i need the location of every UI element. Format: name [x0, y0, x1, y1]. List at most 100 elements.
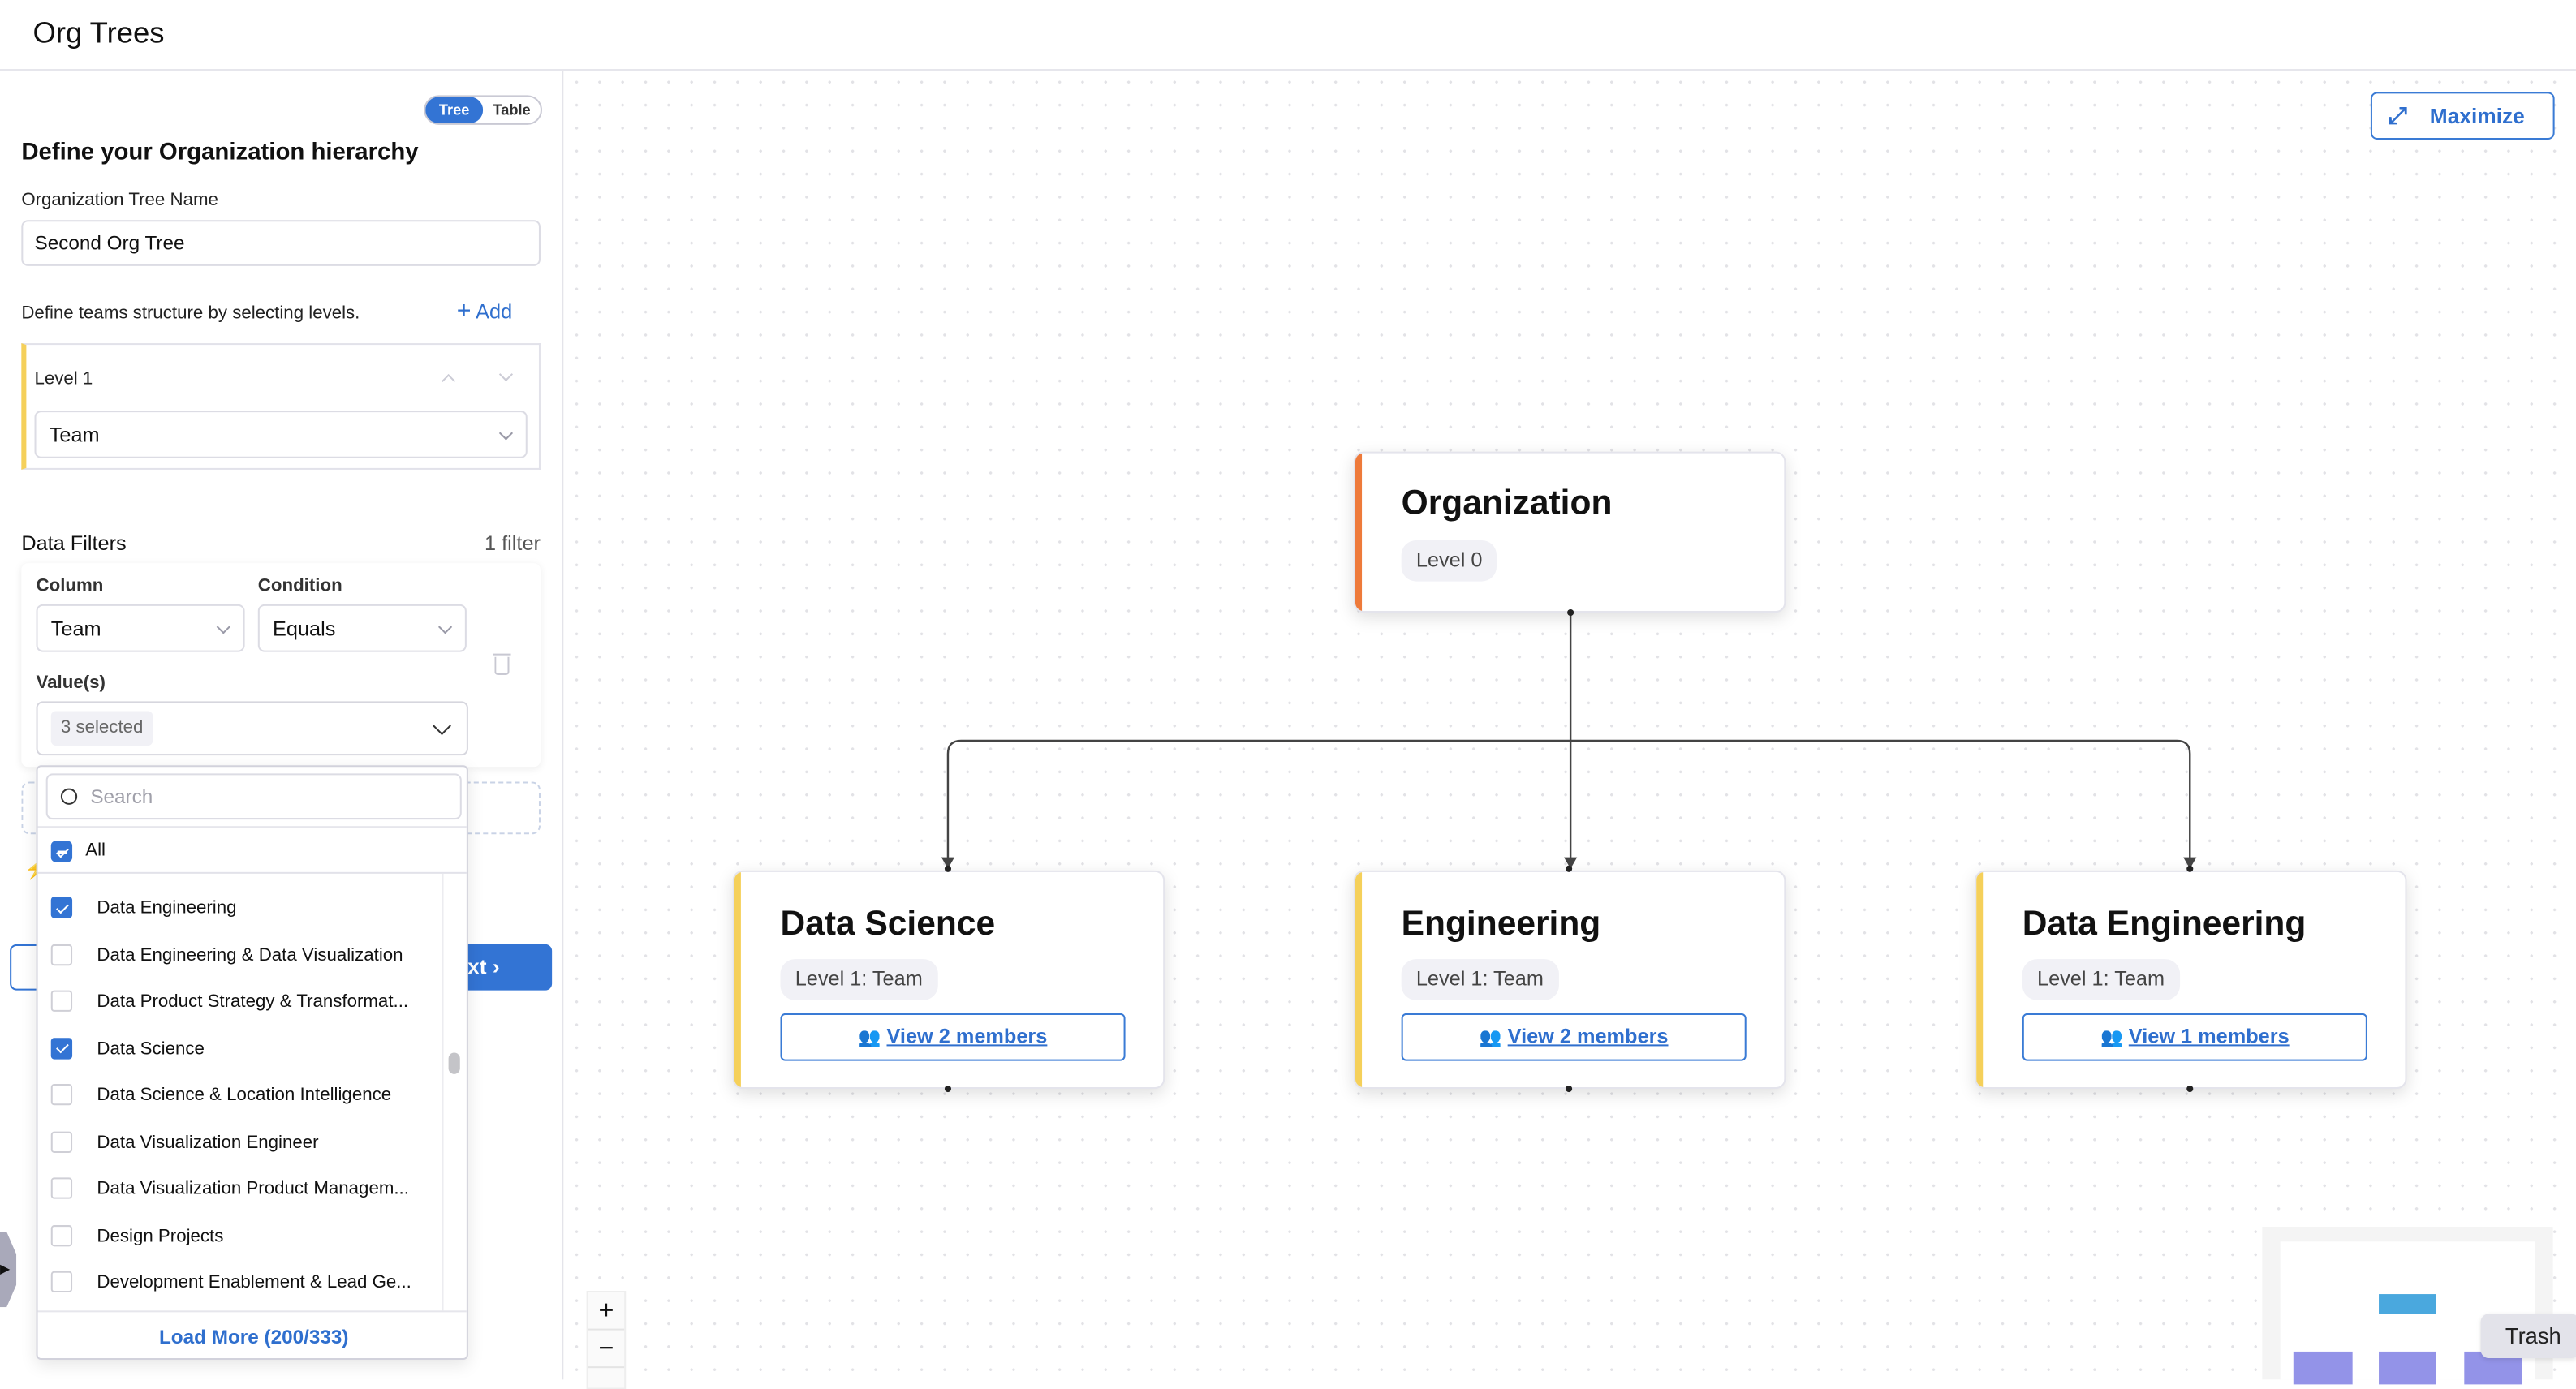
select-all-option[interactable]: All [37, 826, 467, 874]
side-collapse-handle[interactable]: ▶ [0, 1232, 17, 1308]
handle-dot[interactable] [944, 1085, 952, 1093]
levels-hint: Define teams structure by selecting leve… [21, 303, 360, 324]
level-1-box: Level 1 Team [21, 343, 541, 470]
app-header: Org Trees [0, 0, 2576, 71]
option-label: Data Engineering & Data Visualization [97, 944, 403, 965]
minimap[interactable] [2262, 1227, 2553, 1385]
option-item[interactable]: Data Engineering & Data Visualization [38, 932, 442, 978]
filters-title: Data Filters [21, 531, 127, 556]
handle-dot[interactable] [1567, 608, 1574, 617]
node-title: Data Engineering [2022, 905, 2307, 943]
option-checkbox[interactable] [50, 1083, 73, 1106]
zoom-controls: + − [586, 1291, 627, 1389]
level-accent-bar [734, 871, 741, 1088]
option-checkbox[interactable] [50, 1271, 73, 1293]
org-root-card[interactable]: Organization Level 0 [1353, 451, 1786, 613]
option-label: Design Projects [97, 1226, 224, 1246]
people-icon: 👥 [858, 1028, 881, 1048]
filter-card: Column Condition Team Equals Value(s) 3 … [21, 563, 541, 768]
root-level-badge: Level 0 [1401, 540, 1497, 582]
minimap-root-node [2379, 1294, 2436, 1314]
option-item[interactable]: Data Engineering [38, 885, 442, 931]
scrollbar-thumb[interactable] [448, 1052, 460, 1074]
toggle-tree[interactable]: Tree [425, 97, 484, 123]
option-label: Data Visualization Engineer [97, 1132, 319, 1152]
trash-tooltip: Trash [2480, 1314, 2576, 1359]
option-item[interactable]: Data Product Strategy & Transformat... [38, 978, 442, 1025]
option-checkbox[interactable] [50, 1130, 73, 1152]
handle-dot[interactable] [2186, 865, 2194, 872]
search-placeholder: Search [90, 785, 153, 808]
people-icon: 👥 [2100, 1028, 2123, 1048]
filters-count: 1 filter [485, 531, 541, 556]
zoom-out-button[interactable]: − [588, 1331, 625, 1369]
node-level-badge: Level 1: Team [780, 959, 938, 1000]
minimap-node [2379, 1351, 2436, 1385]
option-checkbox[interactable] [50, 897, 73, 918]
option-checkbox[interactable] [50, 1177, 73, 1199]
option-item[interactable]: Design Projects [38, 1213, 442, 1259]
option-label: Data Product Strategy & Transformat... [97, 991, 409, 1012]
tree-name-label: Organization Tree Name [21, 190, 218, 211]
view-members-label: View 1 members [2128, 1025, 2290, 1048]
level-accent-bar [1355, 871, 1363, 1088]
expand-icon: ⤢ [2389, 101, 2407, 128]
plus-icon: + [456, 297, 472, 325]
option-checkbox[interactable] [50, 1224, 73, 1246]
option-item[interactable]: Data Visualization Product Managem... [38, 1166, 442, 1212]
load-more-button[interactable]: Load More (200/333) [37, 1310, 467, 1358]
handle-dot[interactable] [1566, 1085, 1573, 1093]
view-toggle[interactable]: Tree Table [424, 95, 542, 125]
option-item[interactable]: Data Visualization Engineer [38, 1119, 442, 1165]
arrow-heads [941, 857, 2197, 869]
dropdown-search-input[interactable]: Search [45, 773, 462, 820]
trash-icon[interactable] [493, 653, 511, 675]
handle-dot[interactable] [944, 865, 952, 872]
node-title: Engineering [1401, 905, 1601, 943]
people-icon: 👥 [1479, 1028, 1502, 1048]
minimap-node [2293, 1351, 2353, 1385]
option-label: Data Engineering [97, 898, 237, 918]
view-members-button[interactable]: 👥 View 2 members [1401, 1013, 1747, 1061]
option-checkbox[interactable] [50, 943, 73, 965]
option-item[interactable]: Data Science & Location Intelligence [38, 1073, 442, 1119]
maximize-button[interactable]: ⤢ Maximize [2370, 92, 2555, 140]
root-title: Organization [1401, 484, 1613, 522]
view-members-label: View 2 members [1507, 1025, 1669, 1048]
handle-dot[interactable] [2186, 1085, 2194, 1093]
column-label: Column [36, 576, 104, 596]
handle-dot[interactable] [1566, 865, 1573, 872]
page-title: Org Trees [32, 16, 165, 49]
column-select[interactable]: Team [36, 604, 245, 652]
view-members-label: View 2 members [886, 1025, 1048, 1048]
view-members-button[interactable]: 👥 View 1 members [2022, 1013, 2367, 1061]
connector-lines [946, 613, 2191, 861]
option-checkbox[interactable] [50, 990, 73, 1012]
add-level-button[interactable]: + Add [456, 297, 513, 325]
values-multiselect[interactable]: 3 selected [36, 701, 468, 756]
option-label: Data Science [97, 1039, 205, 1059]
view-members-button[interactable]: 👥 View 2 members [780, 1013, 1126, 1061]
option-item[interactable]: Data Science [38, 1026, 442, 1072]
add-label: Add [476, 300, 513, 324]
zoom-in-button[interactable]: + [588, 1292, 625, 1331]
level-type-select[interactable]: Team [34, 411, 528, 458]
condition-value: Equals [273, 617, 336, 640]
option-item[interactable]: Development Enablement & Lead Ge... [38, 1260, 442, 1306]
search-icon [60, 788, 78, 805]
condition-select[interactable]: Equals [257, 604, 467, 652]
option-label: Data Science & Location Intelligence [97, 1085, 392, 1106]
panel-heading: Define your Organization hierarchy [21, 140, 419, 166]
toggle-table[interactable]: Table [493, 101, 531, 118]
tree-name-input[interactable]: Second Org Tree [21, 220, 541, 266]
indeterminate-checkbox[interactable] [50, 841, 73, 862]
tree-name-value: Second Org Tree [34, 231, 185, 255]
option-checkbox[interactable] [50, 1037, 73, 1059]
option-label: Data Visualization Product Managem... [97, 1179, 409, 1199]
